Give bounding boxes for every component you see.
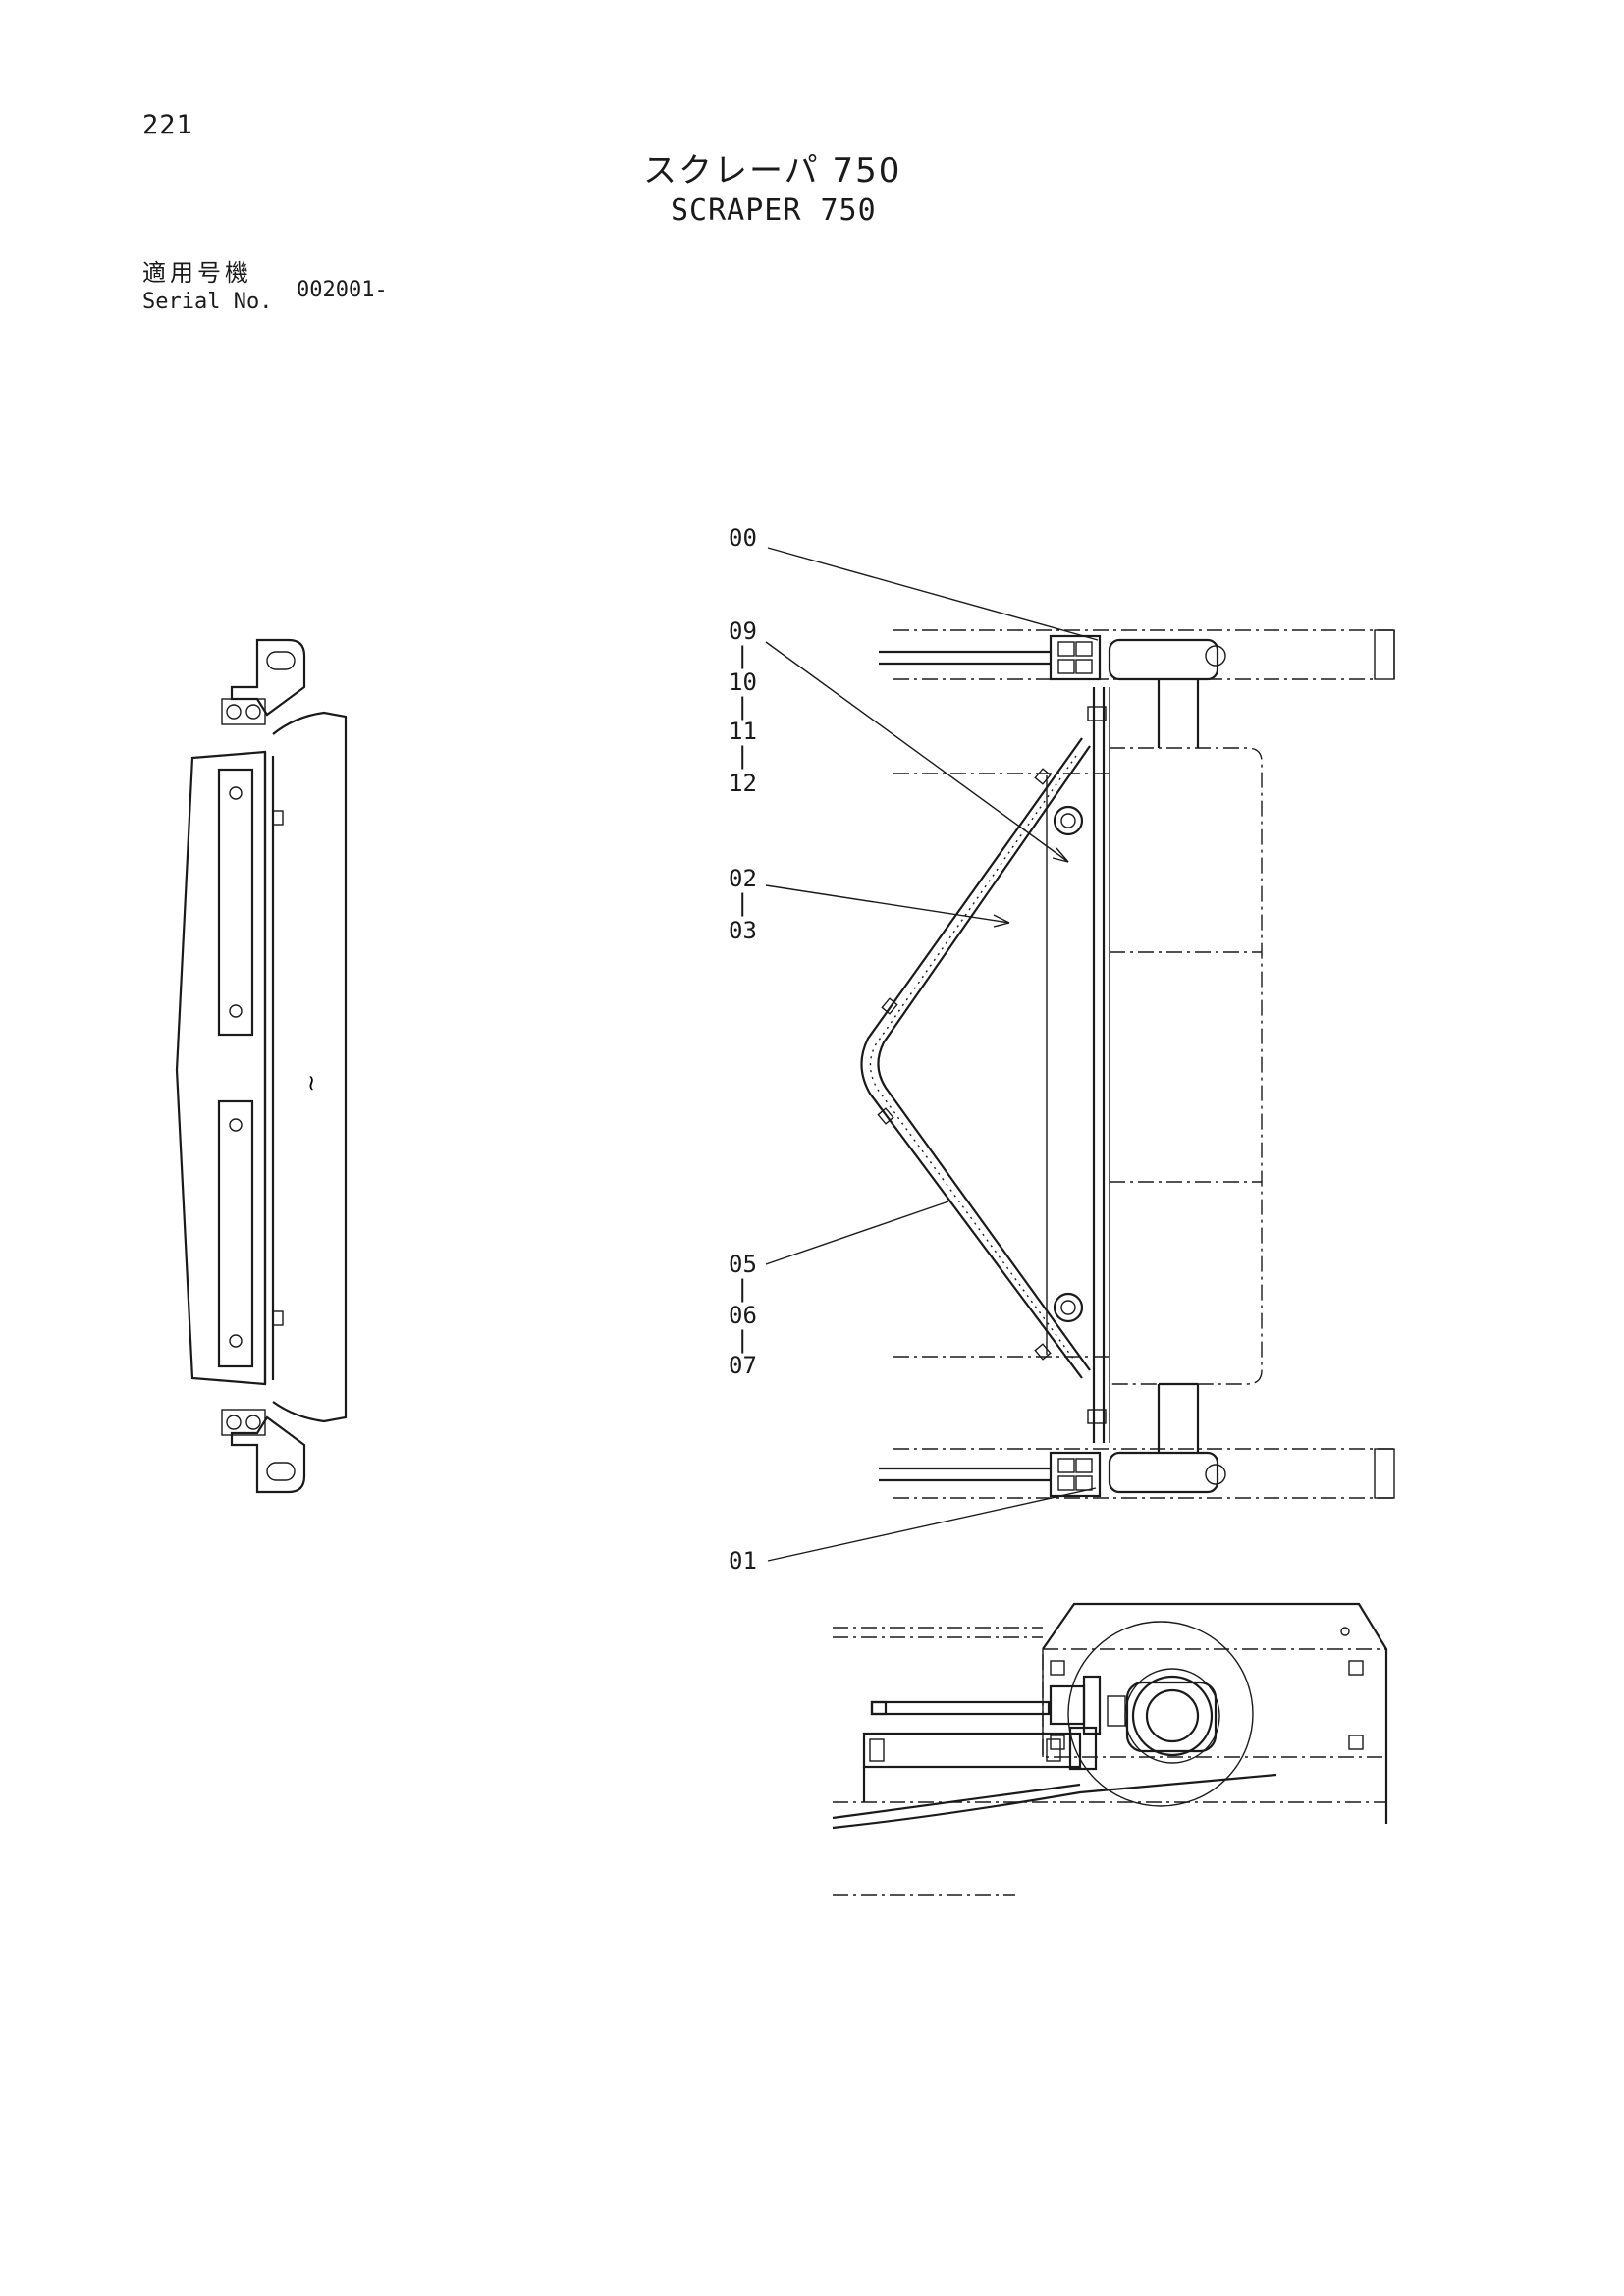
callout-label: 11	[729, 718, 757, 745]
callout-00: 00	[729, 524, 1099, 641]
callout-label: |	[735, 642, 749, 669]
serial-label-jp: 適用号機	[142, 259, 252, 287]
callout-label: 07	[729, 1352, 757, 1379]
main-view-drawing	[860, 629, 1395, 1499]
callout-label: |	[735, 1326, 749, 1354]
page-title-en: SCRAPER 750	[671, 193, 877, 228]
callout-label: |	[735, 889, 749, 917]
callout-label: 12	[729, 770, 757, 797]
callout-label: |	[735, 742, 749, 770]
callout-label: 00	[729, 524, 757, 552]
detail-view-drawing	[832, 1602, 1388, 1896]
page-number: 221	[142, 110, 193, 140]
callout-09-12: 09 | 10 | 11 | 12	[729, 617, 1069, 863]
callout-02-03: 02 | 03	[729, 865, 1010, 944]
callout-label: 02	[729, 865, 757, 892]
callout-label: 06	[729, 1302, 757, 1329]
page-title-jp: スクレーパ 750	[643, 151, 902, 190]
serial-label: 適用号機 Serial No.	[142, 253, 272, 314]
side-view-mark: ~	[298, 1074, 323, 1092]
callout-01: 01	[729, 1487, 1097, 1575]
callout-label: 10	[729, 668, 757, 696]
callout-label: 09	[729, 617, 757, 645]
callout-label: 05	[729, 1251, 757, 1278]
callout-label: |	[735, 693, 749, 721]
callout-label: |	[735, 1275, 749, 1303]
serial-number-value: 002001-	[297, 278, 388, 302]
callout-05-07: 05 | 06 | 07	[729, 1201, 949, 1379]
callout-label: 03	[729, 917, 757, 944]
callout-label: 01	[729, 1547, 757, 1575]
side-view-drawing: ~	[175, 638, 348, 1494]
serial-label-en: Serial No.	[142, 290, 273, 314]
